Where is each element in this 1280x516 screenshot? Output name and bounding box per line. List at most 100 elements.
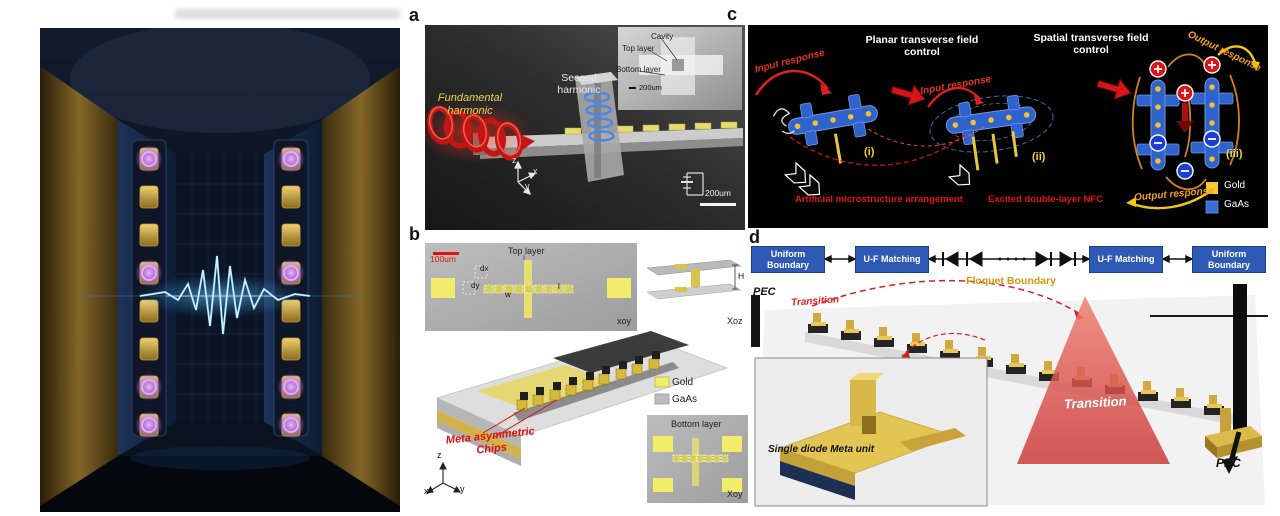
legend-c-gaas-label: GaAs <box>1224 199 1250 210</box>
plane-xoz-label: Xoz <box>727 316 743 326</box>
panel-b-label: b <box>409 224 420 244</box>
spatial-control-label: Spatial transverse field control <box>1033 32 1149 57</box>
panel-d-label: d <box>749 227 760 247</box>
diode-chain <box>942 251 1076 267</box>
legend-c-gaas-swatch <box>1205 200 1219 214</box>
minus-charge-icon <box>1176 162 1194 180</box>
axis-x-label-a: x <box>533 166 538 176</box>
legend-b-gaas-swatch <box>654 393 670 405</box>
hero-render <box>40 23 400 512</box>
panel-c-art <box>748 25 1268 228</box>
scale-bar-a <box>700 203 736 206</box>
side-view-xoz <box>646 259 742 300</box>
pec-right-label: PEC <box>1216 456 1241 470</box>
panel-a-inset <box>618 27 742 110</box>
transition-beam <box>1017 296 1170 464</box>
panel-a-art <box>417 25 745 230</box>
pec-arrow-head <box>1222 456 1238 474</box>
plane-xoy-cap-label: Xoy <box>727 489 743 499</box>
artificial-arrangement-label: Artificial microstructure arrangement <box>795 194 963 205</box>
uf-matching-box-left: U-F Matching <box>855 246 929 273</box>
gold-pedestal <box>1205 408 1262 458</box>
meta-chip-i <box>772 91 882 164</box>
pec-left-label: PEC <box>753 286 776 298</box>
axis-z-label-a: z <box>512 155 517 165</box>
gold-wall-left <box>40 66 118 506</box>
legend-c-gold-swatch <box>1206 182 1218 194</box>
shg-cavity-block <box>575 72 624 182</box>
fundamental-harmonic-wave <box>417 103 535 163</box>
axis-y-label-b: y <box>460 484 465 494</box>
axes-a <box>514 160 537 195</box>
dim-l-label: l <box>558 282 560 291</box>
minus-charge-icon <box>1203 130 1221 148</box>
dim-dx-label: dx <box>480 264 489 273</box>
axis-z-label-b: z <box>437 450 442 460</box>
dim-h-label: H <box>738 271 745 281</box>
right-device-column <box>273 139 309 439</box>
axis-x-label-b: x <box>424 486 429 496</box>
excited-nfc-label: Excited double-layer NFC <box>988 194 1104 205</box>
blue-helix <box>583 91 615 142</box>
uniform-boundary-box-left: Uniform Boundary <box>751 246 825 273</box>
inset-scale-label: 200um <box>639 83 662 92</box>
gold-wall-right <box>322 66 400 506</box>
single-diode-unit-label: Single diode Meta unit <box>768 444 875 455</box>
scale-bar-label-b: 100um <box>430 254 456 264</box>
cavity-label: Cavity <box>651 32 674 41</box>
panel-a-label: a <box>409 5 420 25</box>
plane-xoy-label: xoy <box>617 316 632 326</box>
meta-chain <box>808 313 1224 415</box>
legend-c-gold-label: Gold <box>1224 180 1246 191</box>
dim-w-label: w <box>505 290 511 299</box>
plus-charge-icon <box>1149 60 1167 78</box>
panel-c-figure <box>748 25 1268 228</box>
panel-d-art <box>751 251 1268 507</box>
marker-ii-label: (ii) <box>1032 151 1046 163</box>
uniform-boundary-box-right: Uniform Boundary <box>1192 246 1266 273</box>
second-harmonic-label: Second harmonic <box>557 72 601 97</box>
single-diode-inset <box>754 357 988 507</box>
axes-b <box>425 461 462 494</box>
scale-bar-label-a: 200um <box>705 188 731 198</box>
dim-dy-label: dy <box>471 281 480 290</box>
legend-b <box>654 376 670 405</box>
pec-left-wall <box>751 295 760 347</box>
inset-bottom-layer-label: Bottom layer <box>616 65 661 74</box>
legend-b-gold-label: Gold <box>672 377 694 388</box>
charge-arrow-head <box>1176 121 1194 133</box>
minus-charge-icon <box>1149 134 1167 152</box>
top-layer-micrograph <box>425 243 637 331</box>
top-faint-artifact <box>175 9 400 19</box>
charge-arrow-shaft <box>1182 103 1188 121</box>
bias-circuit-icon <box>681 172 704 196</box>
floquet-boundary-label: Floquet Boundary <box>966 275 1056 287</box>
meta-chip-ii <box>929 92 1054 171</box>
panel-b-figure <box>425 240 748 512</box>
panel-d-figure <box>750 240 1268 512</box>
inset-top-layer-label: Top layer <box>622 44 655 53</box>
pec-arrow-shaft <box>1228 431 1242 463</box>
top-layer-label: Top layer <box>508 246 545 256</box>
planar-control-label: Planar transverse field control <box>865 34 979 59</box>
legend-b-gold-swatch <box>654 376 670 388</box>
hero-art <box>40 23 400 512</box>
plus-charge-icon <box>1176 84 1194 102</box>
fundamental-harmonic-label: Fundamental harmonic <box>437 92 503 117</box>
axis-y-label-a: y <box>525 181 530 191</box>
bottom-layer-label: Bottom layer <box>671 419 722 429</box>
plus-charge-icon <box>1203 56 1221 74</box>
input-response-arrows <box>754 69 984 108</box>
uf-matching-box-right: U-F Matching <box>1089 246 1163 273</box>
marker-i-label: (i) <box>864 146 875 158</box>
panel-b-art <box>425 243 748 503</box>
marker-iii-label: (iii) <box>1226 148 1243 160</box>
legend-b-gaas-label: GaAs <box>672 394 698 405</box>
center-waveform <box>80 255 360 335</box>
bottom-layer-micrograph <box>647 415 748 503</box>
coupling-dashed-curves <box>789 126 985 166</box>
panel-c-label: c <box>727 4 738 24</box>
pec-right-wall <box>1233 284 1247 432</box>
meta-chip-chain <box>516 351 660 411</box>
